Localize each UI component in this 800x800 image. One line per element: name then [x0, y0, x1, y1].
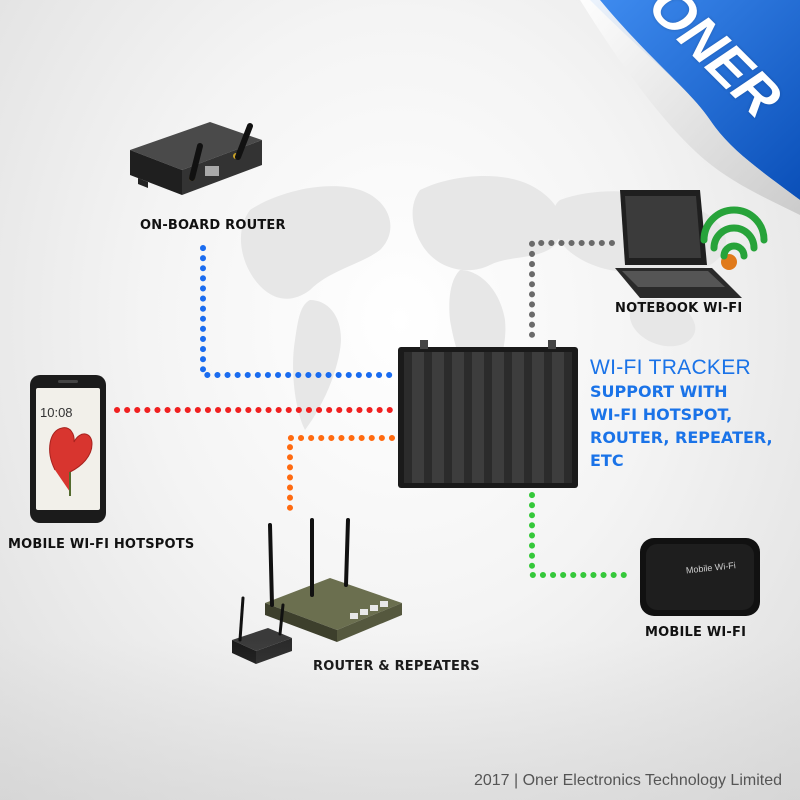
repeater-router-device	[232, 518, 402, 664]
tracker-line: WI-FI HOTSPOT,	[590, 405, 733, 424]
onboard-router-label: ON-BOARD ROUTER	[140, 218, 286, 233]
mobile-hotspots-label: MOBILE WI-FI HOTSPOTS	[8, 537, 195, 552]
notebook-device	[615, 190, 742, 298]
tracker-line: ETC	[590, 451, 624, 470]
mobile-wifi-link	[529, 492, 633, 578]
tracker-line: SUPPORT WITH	[590, 382, 728, 401]
footer-copyright: 2017 | Oner Electronics Technology Limit…	[473, 772, 782, 789]
wifi-tracker-device	[398, 340, 578, 488]
onboard-router-device	[130, 122, 262, 195]
onboard-router-link	[200, 245, 395, 378]
tracker-line: ROUTER, REPEATER,	[590, 428, 773, 447]
notebook-label: NOTEBOOK WI-FI	[615, 301, 743, 316]
tracker-description: SUPPORT WITH WI-FI HOTSPOT, ROUTER, REPE…	[590, 380, 773, 472]
notebook-link	[529, 240, 615, 343]
tracker-title: WI-FI TRACKER	[590, 356, 752, 379]
smartphone-device	[30, 375, 106, 523]
routers-repeaters-label: ROUTER & REPEATERS	[313, 659, 480, 674]
mobile-wifi-device	[640, 538, 760, 616]
repeater-link	[287, 435, 395, 518]
mobile-wifi-label: MOBILE WI-FI	[645, 625, 747, 640]
wifi-icon	[700, 206, 768, 260]
phone-clock: 10:08	[40, 405, 73, 420]
